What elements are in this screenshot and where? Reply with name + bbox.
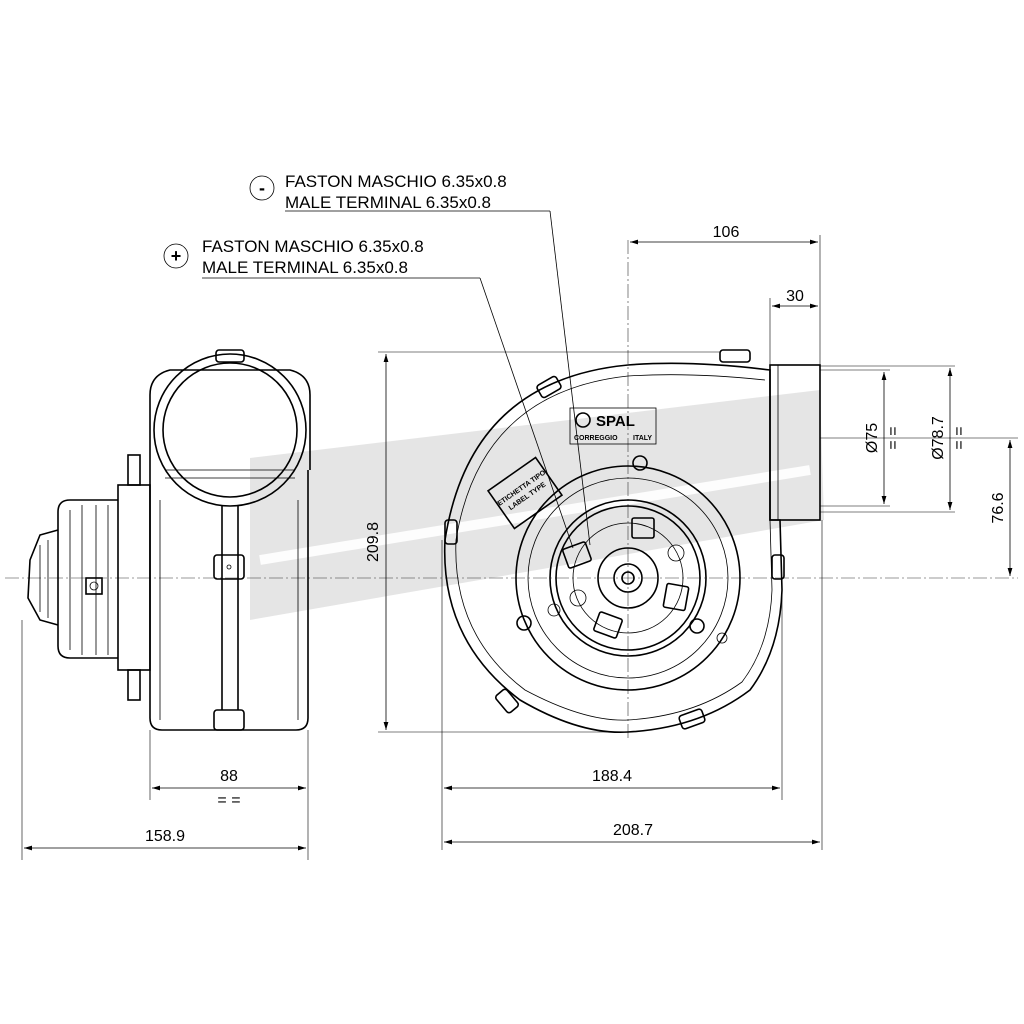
callout-positive: + FASTON MASCHIO 6.35x0.8 MALE TERMINAL …	[163, 237, 424, 277]
brand-country: ITALY	[633, 435, 652, 442]
positive-callout-line1: FASTON MASCHIO 6.35x0.8	[202, 237, 424, 256]
brand-logo-text: SPAL	[596, 413, 635, 430]
side-view	[27, 349, 311, 731]
dim-equal-mark-side: = =	[217, 792, 240, 809]
callout-leaders	[202, 210, 591, 549]
dim-outlet-height: 76.6	[990, 492, 1007, 523]
dim-equal-mark-75: = =	[885, 426, 902, 449]
dim-outlet-inner-dia: Ø75	[864, 423, 881, 453]
dim-body-height: 209.8	[365, 522, 382, 562]
front-dimensions	[378, 235, 1018, 850]
minus-symbol-icon	[249, 175, 275, 201]
dim-outlet-depth: 30	[786, 288, 804, 305]
positive-symbol: +	[171, 246, 182, 266]
dim-outlet-offset: 106	[713, 224, 740, 241]
negative-callout-line1: FASTON MASCHIO 6.35x0.8	[285, 172, 507, 191]
watermark-logo	[250, 390, 824, 620]
negative-symbol: -	[259, 178, 265, 198]
plus-symbol-icon	[163, 243, 189, 269]
brand-city: CORREGGIO	[574, 435, 618, 442]
dim-total-width: 208.7	[613, 822, 653, 839]
dim-side-total: 158.9	[145, 828, 185, 845]
negative-callout-line2: MALE TERMINAL 6.35x0.8	[285, 193, 491, 212]
dim-body-width: 188.4	[592, 768, 632, 785]
dim-outlet-outer-dia: Ø78.7	[930, 416, 947, 460]
positive-callout-line2: MALE TERMINAL 6.35x0.8	[202, 258, 408, 277]
dim-side-width: 88	[220, 768, 238, 785]
callout-negative: - FASTON MASCHIO 6.35x0.8 MALE TERMINAL …	[249, 172, 507, 212]
side-dimensions	[21, 620, 309, 860]
dim-equal-mark-787: = =	[951, 426, 968, 449]
front-view	[443, 349, 821, 734]
